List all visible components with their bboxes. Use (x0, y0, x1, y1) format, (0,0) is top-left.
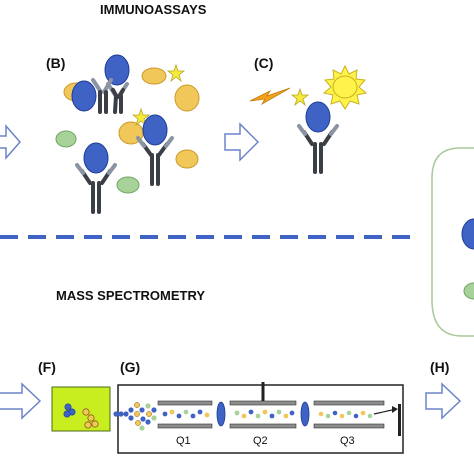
molecule-orange (141, 67, 167, 85)
ion-lens (300, 401, 310, 427)
ion-source-cluster (134, 402, 157, 431)
panel-label-c: (C) (254, 55, 273, 71)
arrow-left-partial (0, 124, 21, 160)
panel-c-illustration (249, 64, 368, 174)
quadrupole-q3 (313, 400, 398, 429)
q1-label: Q1 (176, 435, 191, 447)
right-partial-panel (431, 147, 474, 337)
antigen-blue (104, 54, 130, 86)
q2-label: Q2 (253, 435, 268, 447)
panel-label-h: (H) (430, 359, 449, 375)
molecule-orange (174, 84, 200, 112)
antibody (91, 78, 113, 114)
ion-lens (216, 401, 226, 427)
star-label (166, 63, 186, 83)
mass-spectrometry-title: MASS SPECTROMETRY (56, 288, 205, 303)
detector (398, 404, 401, 436)
arrow-b-to-c (224, 122, 260, 162)
panel-label-g: (G) (120, 359, 140, 375)
molecule-green (55, 130, 77, 148)
q3-label: Q3 (340, 435, 355, 447)
panel-label-b: (B) (46, 55, 65, 71)
antigen-blue (142, 114, 168, 146)
antibody (297, 124, 339, 174)
arrow-into-h (425, 382, 462, 420)
panel-b-illustration (55, 54, 200, 214)
arrow-into-f (0, 382, 42, 420)
star-label (131, 107, 151, 127)
triple-quadrupole-instrument: Q1 Q2 Q3 (113, 382, 404, 454)
molecule-green (116, 176, 140, 194)
exit-arrowhead (392, 406, 398, 413)
antibody (106, 82, 129, 114)
exit-arrow (373, 409, 393, 415)
antibody (75, 163, 117, 214)
antigen-blue (83, 142, 109, 174)
antigen-blue (305, 101, 331, 133)
quadrupole-q1 (157, 400, 213, 429)
quadrupole-q2 (229, 382, 297, 429)
sample-box (51, 386, 111, 432)
panel-label-f: (F) (38, 359, 56, 375)
molecule-orange (175, 149, 199, 169)
antigen-blue (461, 218, 474, 250)
sun-icon (322, 64, 368, 110)
star-label (290, 87, 310, 107)
immunoassays-title: IMMUNOASSAYS (100, 2, 207, 17)
antigen-blue (71, 80, 97, 112)
molecule-green (463, 282, 474, 300)
ion-stream-inlet (113, 407, 134, 421)
lightning-icon (249, 87, 291, 106)
antibody (136, 136, 174, 186)
